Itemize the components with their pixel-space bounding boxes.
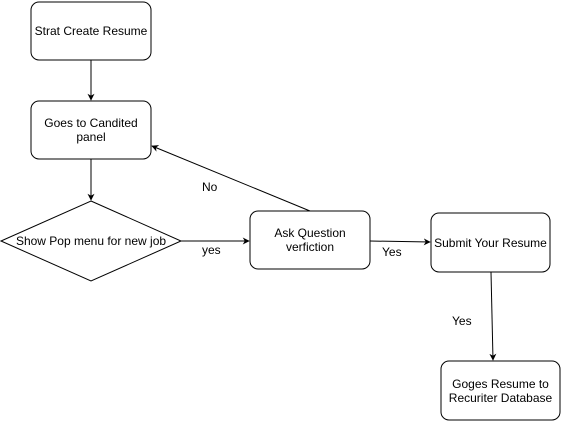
edge-label-popup-to-ask: yes (202, 243, 221, 257)
edge-ask-to-panel (151, 145, 311, 212)
submit-resume-node-label: Submit Your Resume (434, 235, 547, 250)
edge-ask-to-submit (369, 238, 431, 246)
edge-label-ask-to-submit: Yes (382, 245, 402, 259)
submit-resume-node (430, 212, 551, 273)
start-node-label: Strat Create Resume (34, 24, 148, 38)
candidate-panel-node-label: Goes to Candited panel (44, 116, 138, 144)
recruiter-db-node-label: Goges Resume to Recuriter Database (448, 376, 553, 405)
edge-label-ask-to-panel: No (202, 180, 218, 194)
edge-label-submit-to-db: Yes (452, 314, 472, 328)
ask-question-node-label: Ask Question verfiction (274, 226, 346, 254)
edge-submit-to-db (489, 271, 497, 361)
popup-menu-decision (0, 200, 183, 282)
popup-menu-decision-label: Show Pop menu for new job (15, 234, 167, 248)
recruiter-db-node (440, 360, 561, 421)
